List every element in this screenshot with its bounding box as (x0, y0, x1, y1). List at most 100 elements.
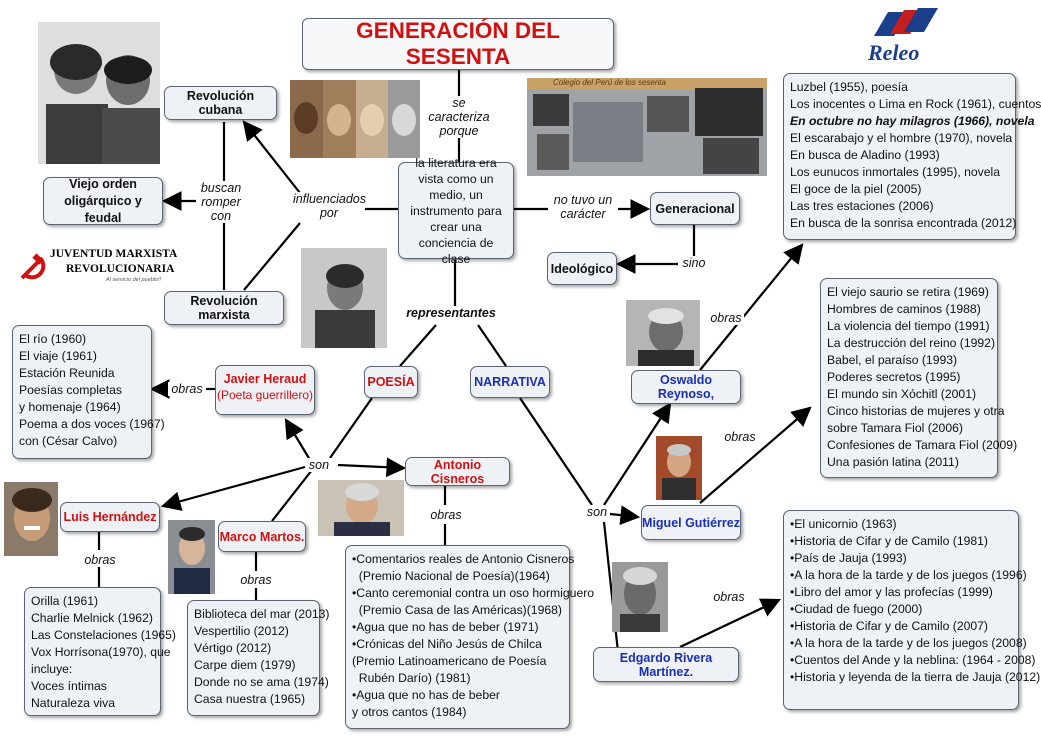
page-title-box: GENERACIÓN DEL SESENTA (302, 18, 614, 70)
node-oswaldo-reynoso-text: Oswaldo Reynoso, (657, 373, 715, 401)
releo-logo-text: Releo (868, 40, 920, 65)
list-item: El escarabajo y el hombre (1970), novela (790, 131, 1013, 145)
label-obras-rivera: obras (711, 590, 747, 604)
list-item: Biblioteca del mar (2013) (194, 607, 330, 621)
hernandez-works-list: Orilla (1961) Charlie Melnick (1962) Las… (24, 587, 176, 716)
list-item: Las tres estaciones (2006) (790, 199, 934, 213)
list-item: Rubén Darío) (1981) (352, 671, 471, 685)
list-item: El viaje (1961) (19, 349, 97, 363)
reynoso-portrait-photo (626, 300, 700, 366)
list-item: y homenaje (1964) (19, 400, 121, 414)
list-item: •Comentarios reales de Antonio Cisneros (352, 552, 575, 566)
arrow-reynoso-obras (699, 243, 804, 371)
center-concept: la literatura era vista como un medio, u… (398, 156, 514, 266)
reynoso-works-list: Luzbel (1955), poesía Los inocentes o Li… (783, 73, 1041, 240)
line-to-poesia (399, 324, 437, 367)
list-item: (Premio Casa de las Américas)(1968) (352, 603, 562, 617)
line-narrativa-son (519, 397, 593, 506)
label-obras-reynoso: obras (708, 311, 744, 325)
jmr-line2: REVOLUCIONARIA (66, 263, 175, 275)
arrow-to-heraud (284, 418, 311, 461)
node-generacional: Generacional (650, 192, 740, 225)
label-obras-heraud: obras (168, 382, 206, 396)
node-ideologico: Ideológico (547, 252, 617, 285)
node-marco-martos-text: Marco Martos. (219, 529, 305, 544)
list-item: Los inocentes o Lima en Rock (1961), cue… (790, 97, 1041, 111)
node-generacional-text: Generacional (655, 201, 735, 216)
list-item: La violencia del tiempo (1991) (827, 319, 990, 333)
list-item: Orilla (1961) (31, 594, 99, 608)
list-item: Poderes secretos (1995) (827, 370, 961, 384)
list-item: Confesiones de Tamara Fiol (2009) (827, 438, 1018, 452)
list-item: Naturaleza viva (31, 696, 115, 710)
list-item: •Historia de Cifar y de Camilo (1981) (790, 534, 988, 548)
node-miguel-gutierrez: Miguel Gutiérrez (641, 505, 741, 540)
node-narrativa-text: NARRATIVA (474, 375, 546, 389)
label-no-tuvo: no tuvo un carácter (548, 193, 618, 221)
label-influenciados: influenciados por (293, 192, 366, 220)
list-item: Vox Horrísona(1970), que (31, 645, 171, 659)
arrow-to-reynoso (603, 402, 672, 506)
list-item: •Agua que no has de beber (352, 688, 500, 702)
martos-portrait-photo (168, 520, 215, 594)
node-marco-martos: Marco Martos. (218, 521, 306, 552)
node-viejo-orden-text: Viejo orden oligárquico y feudal (64, 176, 142, 225)
list-item: Estación Reunida (19, 366, 115, 380)
label-representantes: representantes (404, 306, 498, 320)
list-item: Poema a dos voces (1967) (19, 417, 165, 431)
arrow-to-cisneros (337, 457, 407, 478)
martos-works-list: Biblioteca del mar (2013) Vespertilio (2… (187, 600, 330, 716)
node-antonio-cisneros: Antonio Cisneros (405, 457, 510, 486)
writers-group-photo (290, 80, 420, 158)
arrow-to-revolucion-cubana (242, 120, 301, 194)
list-item: •El unicornio (1963) (790, 517, 897, 531)
label-obras-gutierrez: obras (722, 430, 758, 444)
list-item: Vértigo (2012) (194, 641, 272, 655)
list-item: Charlie Melnick (1962) (31, 611, 153, 625)
list-item: Vespertilio (2012) (194, 624, 289, 638)
list-item: Poesías completas (19, 383, 122, 397)
cisneros-portrait-photo (318, 480, 404, 536)
line-to-narrativa (477, 324, 507, 367)
list-item: •Crónicas del Niño Jesús de Chilca (352, 637, 542, 651)
node-narrativa: NARRATIVA (470, 366, 550, 398)
node-poesia-text: POESÍA (367, 375, 415, 389)
arrow-to-hernandez (160, 465, 306, 511)
list-item: y otros cantos (1984) (352, 705, 467, 719)
list-item: Cinco historias de mujeres y otra (827, 404, 1005, 418)
page-title: GENERACIÓN DEL SESENTA (356, 18, 560, 69)
list-item: Donde no se ama (1974) (194, 675, 329, 689)
list-item: •Historia de Cifar y de Camilo (2007) (790, 619, 988, 633)
node-antonio-cisneros-text: Antonio Cisneros (430, 457, 485, 486)
cisneros-works-list: •Comentarios reales de Antonio Cisneros … (345, 545, 594, 729)
label-son-narrativa: son (584, 505, 610, 519)
center-concept-text: la literatura era vista como un medio, u… (410, 155, 502, 266)
hernandez-portrait-photo (4, 482, 58, 556)
label-son-poesia: son (306, 458, 332, 472)
line-to-revolucion-marxista (243, 222, 301, 291)
list-item: •Libro del amor y las profecías (1999) (790, 585, 993, 599)
arrow-rivera-obras (679, 598, 781, 648)
node-oswaldo-reynoso: Oswaldo Reynoso, (631, 370, 741, 404)
list-item: Hombres de caminos (1988) (827, 302, 981, 316)
arrow-gutierrez-obras (699, 406, 812, 504)
list-item: con (César Calvo) (19, 434, 118, 448)
list-item: •Ciudad de fuego (2000) (790, 602, 923, 616)
node-edgardo-rivera: Edgardo Rivera Martínez. (593, 647, 739, 682)
list-item: •Cuentos del Ande y la neblina: (1964 - … (790, 653, 1036, 667)
list-item: En octubre no hay milagros (1966), novel… (790, 114, 1035, 128)
node-revolucion-cubana-text: Revolución cubana (186, 89, 255, 117)
node-javier-heraud: Javier Heraud (Poeta guerrillero) (215, 365, 315, 415)
label-obras-martos: obras (238, 573, 274, 587)
list-item: •País de Jauja (1993) (790, 551, 907, 565)
list-item: Voces íntimas (31, 679, 107, 693)
list-item: Los eunucos inmortales (1995), novela (790, 165, 1001, 179)
list-item: Una pasión latina (2011) (827, 455, 959, 469)
list-item: El mundo sin Xóchitl (2001) (827, 387, 977, 401)
heraud-works-list: El río (1960) El viaje (1961) Estación R… (12, 325, 165, 459)
label-obras-cisneros: obras (428, 508, 464, 522)
node-ideologico-text: Ideológico (550, 261, 614, 276)
list-item: (Premio Latinoamericano de Poesía (352, 654, 547, 668)
line-to-martos (271, 469, 313, 522)
collage-photo: Colegio del Perú de los sesenta (527, 78, 767, 176)
